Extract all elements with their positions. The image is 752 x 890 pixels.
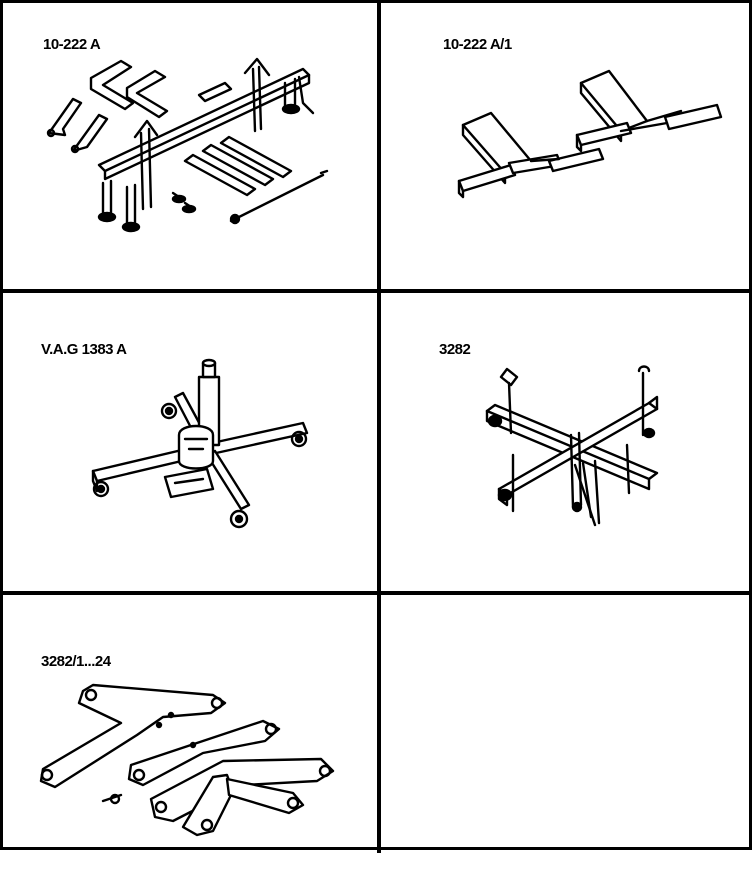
tool-label: 3282/1...24	[41, 653, 111, 670]
tool-cell-10-222-a1: 10-222 A/1	[381, 3, 752, 298]
tool-label: 10-222 A/1	[443, 36, 512, 53]
special-tools-sheet: 10-222 A	[0, 0, 752, 853]
tool-label: V.A.G 1383 A	[41, 341, 127, 358]
column-divider	[377, 3, 381, 853]
tool-cell-10-222-a: 10-222 A	[3, 3, 375, 298]
adjustment-plates-illustration	[39, 683, 335, 837]
gearbox-support-plate-illustration	[485, 365, 659, 527]
tool-label: 3282	[439, 341, 471, 358]
support-bracket-illustration	[46, 57, 329, 233]
engine-transmission-jack-illustration	[91, 358, 309, 529]
tool-cell-vag-1383-a: V.A.G 1383 A	[3, 293, 375, 588]
row-divider-2	[3, 591, 752, 595]
row-divider-1	[3, 289, 752, 293]
adapter-supports-illustration	[457, 69, 723, 199]
tool-label: 10-222 A	[43, 36, 101, 53]
tool-cell-3282: 3282	[381, 293, 752, 588]
empty-cell	[381, 595, 752, 890]
tool-cell-3282-1-24: 3282/1...24	[3, 595, 375, 890]
